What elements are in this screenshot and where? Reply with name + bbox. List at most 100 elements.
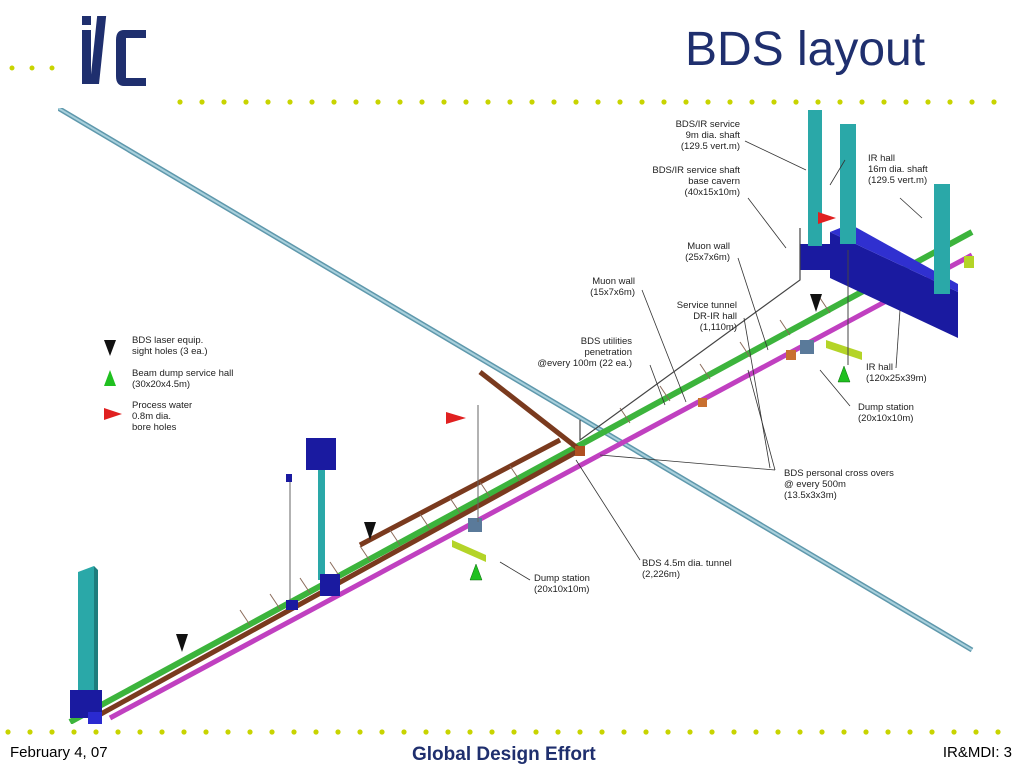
divider-dot xyxy=(287,99,293,105)
dump-station-left-label: Dump station (20x10x10m) xyxy=(534,573,590,595)
laser-sight-marker xyxy=(176,634,188,652)
ir-hall-shaft-b xyxy=(934,184,950,294)
divider-dot xyxy=(643,729,649,735)
divider-dot xyxy=(5,729,11,735)
legend-black-triangle-icon xyxy=(104,340,116,356)
divider-dot xyxy=(617,99,623,105)
service-base-cavern xyxy=(800,244,834,270)
divider-dot xyxy=(797,729,803,735)
divider-dot xyxy=(621,729,627,735)
legend-laser-label: BDS laser equip. sight holes (3 ea.) xyxy=(132,335,208,357)
divider-dot xyxy=(27,729,33,735)
divider-dot xyxy=(551,99,557,105)
divider-dot xyxy=(357,729,363,735)
ir-hall-shaft-a xyxy=(840,124,856,244)
divider-dot xyxy=(687,729,693,735)
divider-dot xyxy=(573,99,579,105)
legend-red-flag-icon xyxy=(104,408,122,420)
divider-dot xyxy=(925,99,931,105)
divider-dot xyxy=(247,729,253,735)
divider-dot xyxy=(885,729,891,735)
divider-dot xyxy=(665,729,671,735)
divider-dot xyxy=(265,99,271,105)
divider-dot xyxy=(115,729,121,735)
footer-title: Global Design Effort xyxy=(412,744,596,765)
tunnel-label: BDS 4.5m dia. tunnel (2,226m) xyxy=(642,558,732,580)
divider-dot xyxy=(137,729,143,735)
dump-station-right xyxy=(826,340,862,360)
utilities-label: BDS utilities penetration @every 100m (2… xyxy=(537,336,632,369)
muon-wall-small-label: Muon wall (15x7x6m) xyxy=(590,276,635,298)
legend-green-triangle-icon xyxy=(104,370,116,386)
divider-dot xyxy=(533,729,539,735)
divider-dot xyxy=(313,729,319,735)
divider-dot xyxy=(793,99,799,105)
bds-layout-diagram xyxy=(58,108,974,724)
process-water-flag xyxy=(818,212,836,224)
ilc-logo xyxy=(82,16,146,86)
divider-dot xyxy=(947,99,953,105)
footer-page: IR&MDI: 3 xyxy=(942,744,1012,761)
divider-dot xyxy=(181,729,187,735)
divider-dot xyxy=(93,729,99,735)
divider-dot xyxy=(815,99,821,105)
cross-over-ticks xyxy=(239,297,831,626)
brown-tunnel-branch xyxy=(478,370,582,452)
divider-dot xyxy=(225,729,231,735)
service-shaft-9m xyxy=(808,110,822,246)
divider-dot xyxy=(291,729,297,735)
divider-dot xyxy=(203,729,209,735)
divider-dot xyxy=(841,729,847,735)
divider-dot xyxy=(489,729,495,735)
slide-title: BDS layout xyxy=(684,23,926,76)
divider-dot xyxy=(859,99,865,105)
ir-hall-label: IR hall (120x25x39m) xyxy=(866,362,927,384)
divider-dot xyxy=(401,729,407,735)
divider-dot xyxy=(529,99,535,105)
divider-dot xyxy=(159,729,165,735)
divider-dot xyxy=(837,99,843,105)
green-service-tunnel xyxy=(68,229,974,724)
divider-dot xyxy=(379,729,385,735)
cross-overs-label: BDS personal cross overs @ every 500m (1… xyxy=(784,468,894,501)
magenta-tunnel xyxy=(108,252,974,721)
divider-dot xyxy=(903,99,909,105)
divider-dot xyxy=(973,729,979,735)
divider-dot xyxy=(199,99,205,105)
divider-dot xyxy=(639,99,645,105)
legend-process-water-label: Process water 0.8m dia. bore holes xyxy=(132,400,193,433)
divider-dot xyxy=(375,99,381,105)
divider-dot xyxy=(269,729,275,735)
top-dotted-divider xyxy=(9,65,997,105)
divider-dot xyxy=(863,729,869,735)
divider-dot xyxy=(907,729,913,735)
dump-service-shaft xyxy=(318,470,325,580)
divider-dot xyxy=(727,99,733,105)
divider-dot xyxy=(819,729,825,735)
divider-dot xyxy=(749,99,755,105)
divider-dot xyxy=(177,99,183,105)
laser-sight-marker xyxy=(364,522,376,540)
divider-dot xyxy=(423,729,429,735)
divider-dot xyxy=(929,729,935,735)
divider-dot xyxy=(49,729,55,735)
divider-dot xyxy=(463,99,469,105)
divider-dot xyxy=(445,729,451,735)
divider-dot xyxy=(775,729,781,735)
divider-dot xyxy=(599,729,605,735)
dump-station-right-label: Dump station (20x10x10m) xyxy=(858,402,914,424)
divider-dot xyxy=(577,729,583,735)
divider-dot xyxy=(511,729,517,735)
divider-dot xyxy=(991,99,997,105)
divider-dot xyxy=(683,99,689,105)
divider-dot xyxy=(555,729,561,735)
process-water-flag xyxy=(446,412,466,424)
divider-dot xyxy=(221,99,227,105)
divider-dot xyxy=(969,99,975,105)
muon-wall-large-label: Muon wall (25x7x6m) xyxy=(685,241,730,263)
footer-date: February 4, 07 xyxy=(10,744,108,761)
service-shaft-label: BDS/IR service 9m dia. shaft (129.5 vert… xyxy=(675,119,740,152)
divider-dot xyxy=(881,99,887,105)
dump-station-left xyxy=(452,540,486,562)
divider-dot xyxy=(397,99,403,105)
